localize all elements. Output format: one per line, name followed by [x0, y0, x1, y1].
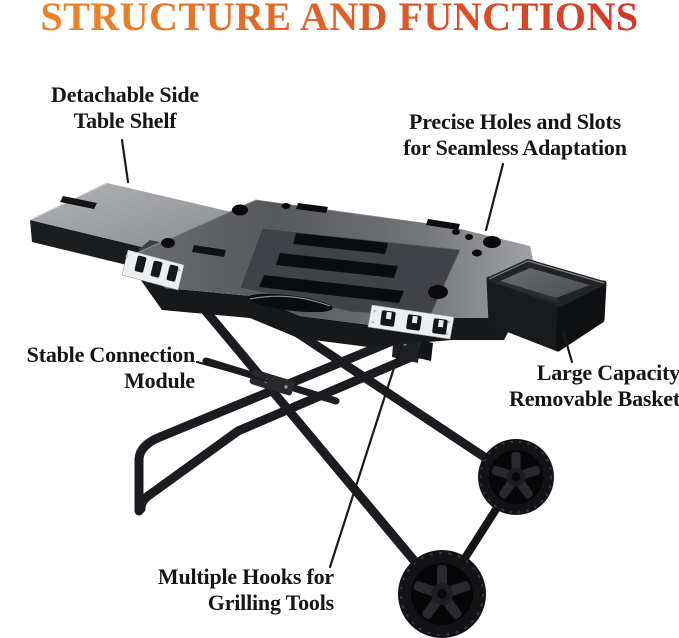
- wheel-rear: [478, 439, 554, 515]
- leader-line-basket: [561, 329, 574, 364]
- rear-leg-upper-tube: [134, 330, 412, 516]
- label-connection-module: Stable Connection Module: [0, 342, 196, 394]
- label-line: for Seamless Adaptation: [403, 135, 627, 160]
- label-removable-basket: Large Capacity Removable Basket: [468, 360, 679, 412]
- handle-slot: [247, 293, 333, 313]
- label-multiple-hooks: Multiple Hooks for Grilling Tools: [115, 564, 334, 616]
- leg-frame: [134, 298, 521, 599]
- label-line: Detachable Side: [51, 82, 199, 107]
- wheel-front: [398, 550, 486, 638]
- deck-slot-2: [276, 253, 398, 278]
- hook-panel-left: [121, 249, 185, 291]
- hook-panel-right: [367, 304, 455, 340]
- basket-interior-wall: [495, 281, 560, 303]
- left-slot: [192, 245, 226, 257]
- basket-interior-floor: [500, 268, 590, 298]
- deck-slot-1: [293, 233, 388, 254]
- label-line: Removable Basket: [509, 386, 679, 411]
- mounting-holes: [161, 203, 501, 299]
- label-line: Table Shelf: [73, 108, 177, 133]
- rear-leg-lower-tube: [136, 347, 428, 514]
- leader-line-shelf: [120, 138, 130, 184]
- top-slot-2: [426, 219, 460, 230]
- label-line: Module: [124, 368, 195, 393]
- label-line: Multiple Hooks for: [157, 564, 334, 589]
- label-line: Large Capacity: [536, 360, 679, 385]
- label-line: Grilling Tools: [207, 590, 334, 615]
- front-leg-near-tube: [194, 298, 447, 599]
- shelf-slot: [60, 196, 97, 209]
- page-title: STRUCTURE AND FUNCTIONS: [0, 0, 679, 40]
- tool-hooks: [380, 310, 448, 335]
- leader-line-hooks: [328, 341, 404, 569]
- deck-slot-3: [259, 275, 404, 303]
- leader-line-holes: [484, 162, 505, 232]
- removable-basket: [486, 259, 607, 352]
- label-side-table-shelf: Detachable Side Table Shelf: [18, 82, 232, 134]
- label-line: Precise Holes and Slots: [409, 109, 621, 134]
- leader-line-module: [195, 360, 269, 383]
- top-slot-1: [296, 203, 328, 213]
- leader-lines: [120, 138, 574, 569]
- label-line: Stable Connection: [26, 342, 196, 367]
- label-precise-holes-slots: Precise Holes and Slots for Seamless Ada…: [381, 109, 649, 161]
- front-leg-far-tube: [261, 307, 521, 483]
